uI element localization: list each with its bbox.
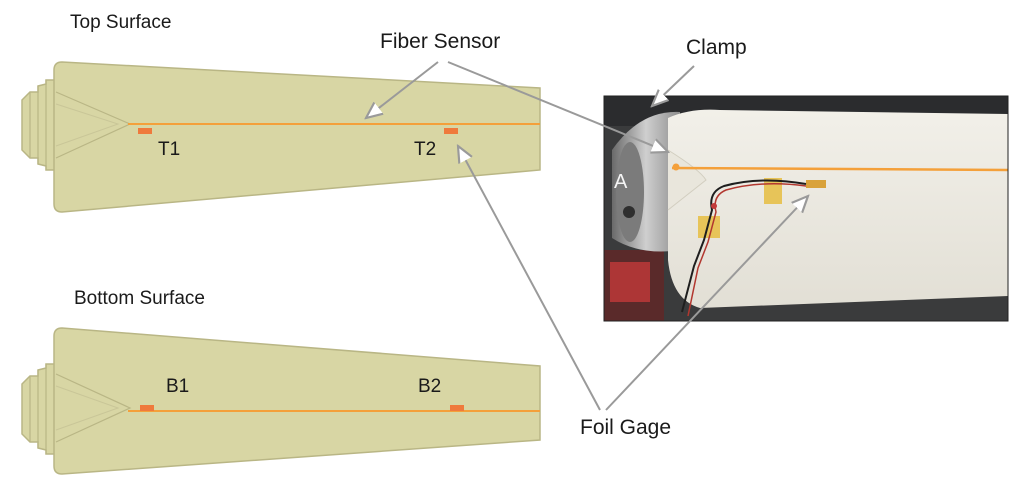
fiber-sensor-arrow-right <box>447 61 668 152</box>
foil-gage-arrow-left <box>458 146 601 411</box>
photo-fiber-sensor-line <box>671 166 1008 172</box>
top-surface-title: Top Surface <box>70 12 171 33</box>
photo-blade <box>668 109 1008 309</box>
callout-fiber-sensor-label: Fiber Sensor <box>380 30 500 53</box>
bottom-blade-root-fitting <box>21 363 57 455</box>
top-gauge-1 <box>138 128 152 134</box>
callout-clamp-label: Clamp <box>686 36 747 59</box>
top-gauge-2-label: T2 <box>414 139 436 160</box>
callout-clamp: Clamp <box>652 36 747 106</box>
callout-foil-gage-label: Foil Gage <box>580 416 671 439</box>
bottom-blade-body <box>53 327 541 475</box>
top-gauge-1-label: T1 <box>158 139 180 160</box>
bottom-gauge-2 <box>450 405 464 411</box>
bottom-surface-panel: Bottom Surface B1 B2 <box>21 288 541 475</box>
photo-foil-gage <box>806 180 826 188</box>
test-setup-photo: A <box>603 95 1009 322</box>
callout-foil-gage: Foil Gage <box>458 146 808 439</box>
callout-fiber-sensor: Fiber Sensor <box>366 30 668 152</box>
bottom-gauge-1-label: B1 <box>166 376 189 397</box>
bottom-surface-title: Bottom Surface <box>74 288 205 309</box>
top-surface-panel: Top Surface T1 T2 <box>21 12 541 213</box>
clamp-arrow <box>652 65 695 106</box>
bottom-gauge-2-label: B2 <box>418 376 441 397</box>
photo-clamp-letter: A <box>614 171 628 193</box>
bottom-blade-drawing <box>21 327 541 475</box>
top-blade-root-fitting <box>21 79 57 171</box>
bottom-gauge-1 <box>140 405 154 411</box>
top-gauge-2 <box>444 128 458 134</box>
bottom-blade-fillet <box>55 373 132 443</box>
fiber-sensor-arrow-left <box>366 61 439 118</box>
top-blade-drawing <box>21 61 541 213</box>
foil-gage-arrow-right <box>605 196 808 411</box>
top-blade-body <box>53 61 541 213</box>
